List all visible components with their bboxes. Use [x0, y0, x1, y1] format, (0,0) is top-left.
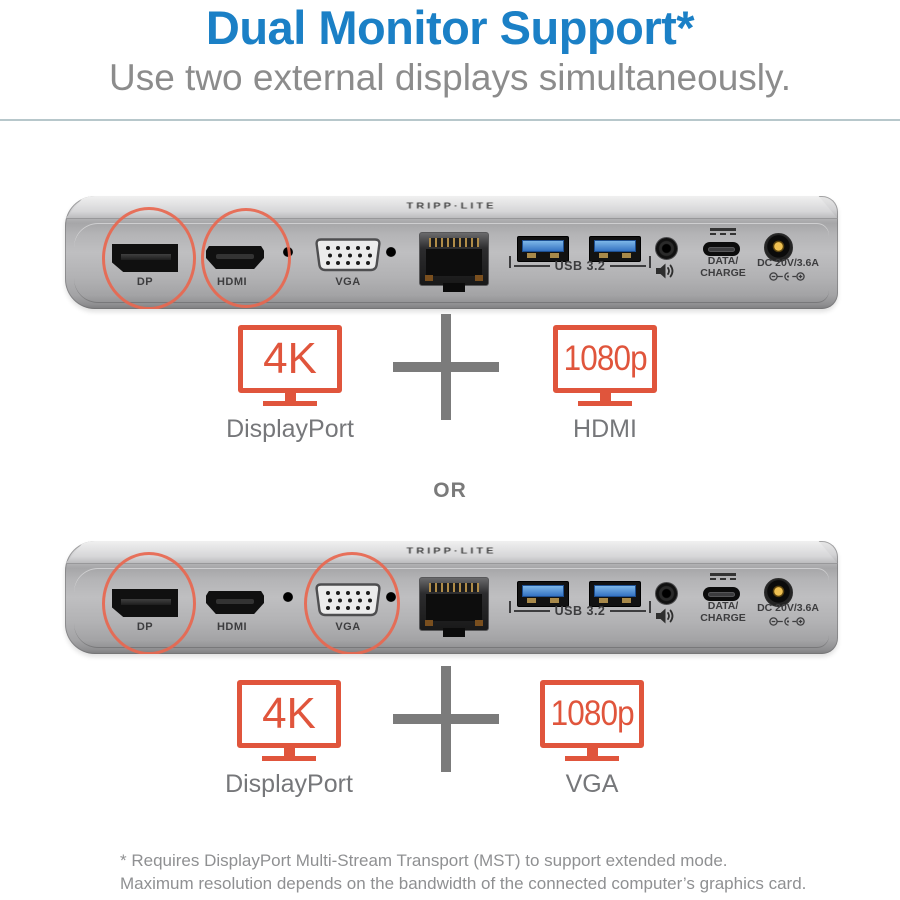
monitor-screen: 1080p [553, 325, 657, 393]
data-charge-label: DATA/ CHARGE [700, 255, 746, 279]
vga-port [313, 238, 383, 272]
ethernet-opening [426, 249, 482, 276]
resolution-label: 1080p [550, 694, 634, 733]
ethernet-port [419, 577, 489, 637]
highlight-circle-hdmi [201, 208, 291, 308]
usb-a-port-2 [589, 581, 641, 607]
monitor-icon-vga: 1080p VGA [522, 680, 662, 799]
footnote-line-2: Maximum resolution depends on the bandwi… [120, 874, 807, 893]
dc-power-jack [764, 233, 793, 262]
page-title: Dual Monitor Support* [205, 1, 695, 54]
usb-bracket: USB 3.2 [509, 601, 651, 618]
or-label: OR [433, 479, 467, 502]
footnote-line-1: * Requires DisplayPort Multi-Stream Tran… [120, 851, 728, 870]
monitor-icon-hdmi: 1080p HDMI [535, 325, 675, 444]
screw-hole-icon [283, 592, 293, 602]
audio-jack [655, 237, 678, 260]
brand-logo: TRIPP·LITE [406, 201, 497, 211]
audio-jack [655, 582, 678, 605]
vga-label: VGA [335, 276, 361, 288]
highlight-circle-dp [102, 207, 196, 309]
charge-icon [710, 573, 736, 580]
ethernet-pins [429, 238, 479, 247]
plus-icon [393, 666, 499, 772]
polarity-icon [769, 270, 807, 288]
hdmi-port [206, 591, 264, 614]
hdmi-label: HDMI [216, 621, 248, 633]
dock-photo-2: TRIPP·LITE DP HDMI VGA [65, 541, 838, 654]
dc-power-jack [764, 578, 793, 607]
hdmi-slot [216, 599, 254, 604]
ethernet-port [419, 232, 489, 292]
dock-top-surface: TRIPP·LITE [65, 196, 838, 219]
ethernet-opening [426, 594, 482, 621]
connection-label: DisplayPort [225, 770, 353, 798]
resolution-label: 1080p [563, 339, 647, 378]
vga-connector-icon [315, 238, 381, 272]
ethernet-pins [429, 583, 479, 592]
usb-a-port-1 [517, 236, 569, 262]
monitor-stand [283, 748, 295, 756]
dock-photo-1: TRIPP·LITE DP HDMI VGA [65, 196, 838, 309]
charge-icon [710, 228, 736, 235]
dc-power-label: DC 20V/3.6A [757, 602, 819, 614]
brand-logo: TRIPP·LITE [406, 546, 497, 556]
monitor-stand [599, 393, 611, 401]
polarity-icon [769, 615, 807, 633]
monitor-icon-displayport: 4K DisplayPort [219, 680, 359, 799]
connection-label: HDMI [573, 415, 637, 443]
plus-icon [393, 314, 499, 420]
data-charge-label: DATA/ CHARGE [700, 600, 746, 624]
usb-a-port-2 [589, 236, 641, 262]
resolution-label: 4K [263, 334, 317, 383]
speaker-icon [656, 262, 676, 285]
dock-top-surface: TRIPP·LITE [65, 541, 838, 564]
connection-label: VGA [565, 770, 619, 798]
usb-bracket: USB 3.2 [509, 256, 651, 273]
usb-c-port [703, 242, 740, 256]
usb-label: USB 3.2 [554, 604, 606, 618]
ethernet-clip [443, 628, 465, 637]
speaker-icon [656, 607, 676, 630]
connection-label: DisplayPort [226, 415, 354, 443]
monitor-icon-displayport: 4K DisplayPort [220, 325, 360, 444]
monitor-screen: 4K [237, 680, 341, 748]
highlight-circle-dp [102, 552, 196, 654]
monitor-screen: 1080p [540, 680, 644, 748]
monitor-stand [284, 393, 296, 401]
usb-label: USB 3.2 [554, 259, 606, 273]
footnote: * Requires DisplayPort Multi-Stream Tran… [120, 849, 806, 895]
screw-hole-icon [386, 247, 396, 257]
dc-power-label: DC 20V/3.6A [757, 257, 819, 269]
monitor-stand [586, 748, 598, 756]
resolution-label: 4K [262, 689, 316, 738]
highlight-circle-vga [304, 552, 400, 654]
ethernet-clip [443, 283, 465, 292]
usb-a-port-1 [517, 581, 569, 607]
usb-c-port [703, 587, 740, 601]
page-subtitle: Use two external displays simultaneously… [108, 57, 792, 98]
monitor-screen: 4K [238, 325, 342, 393]
divider-line [0, 119, 900, 121]
